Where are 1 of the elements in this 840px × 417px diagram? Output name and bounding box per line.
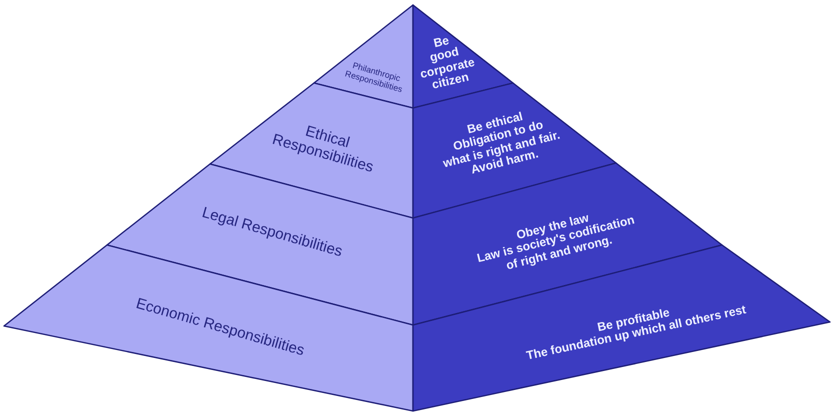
- tier-description: Be good corporate citizen: [418, 32, 477, 94]
